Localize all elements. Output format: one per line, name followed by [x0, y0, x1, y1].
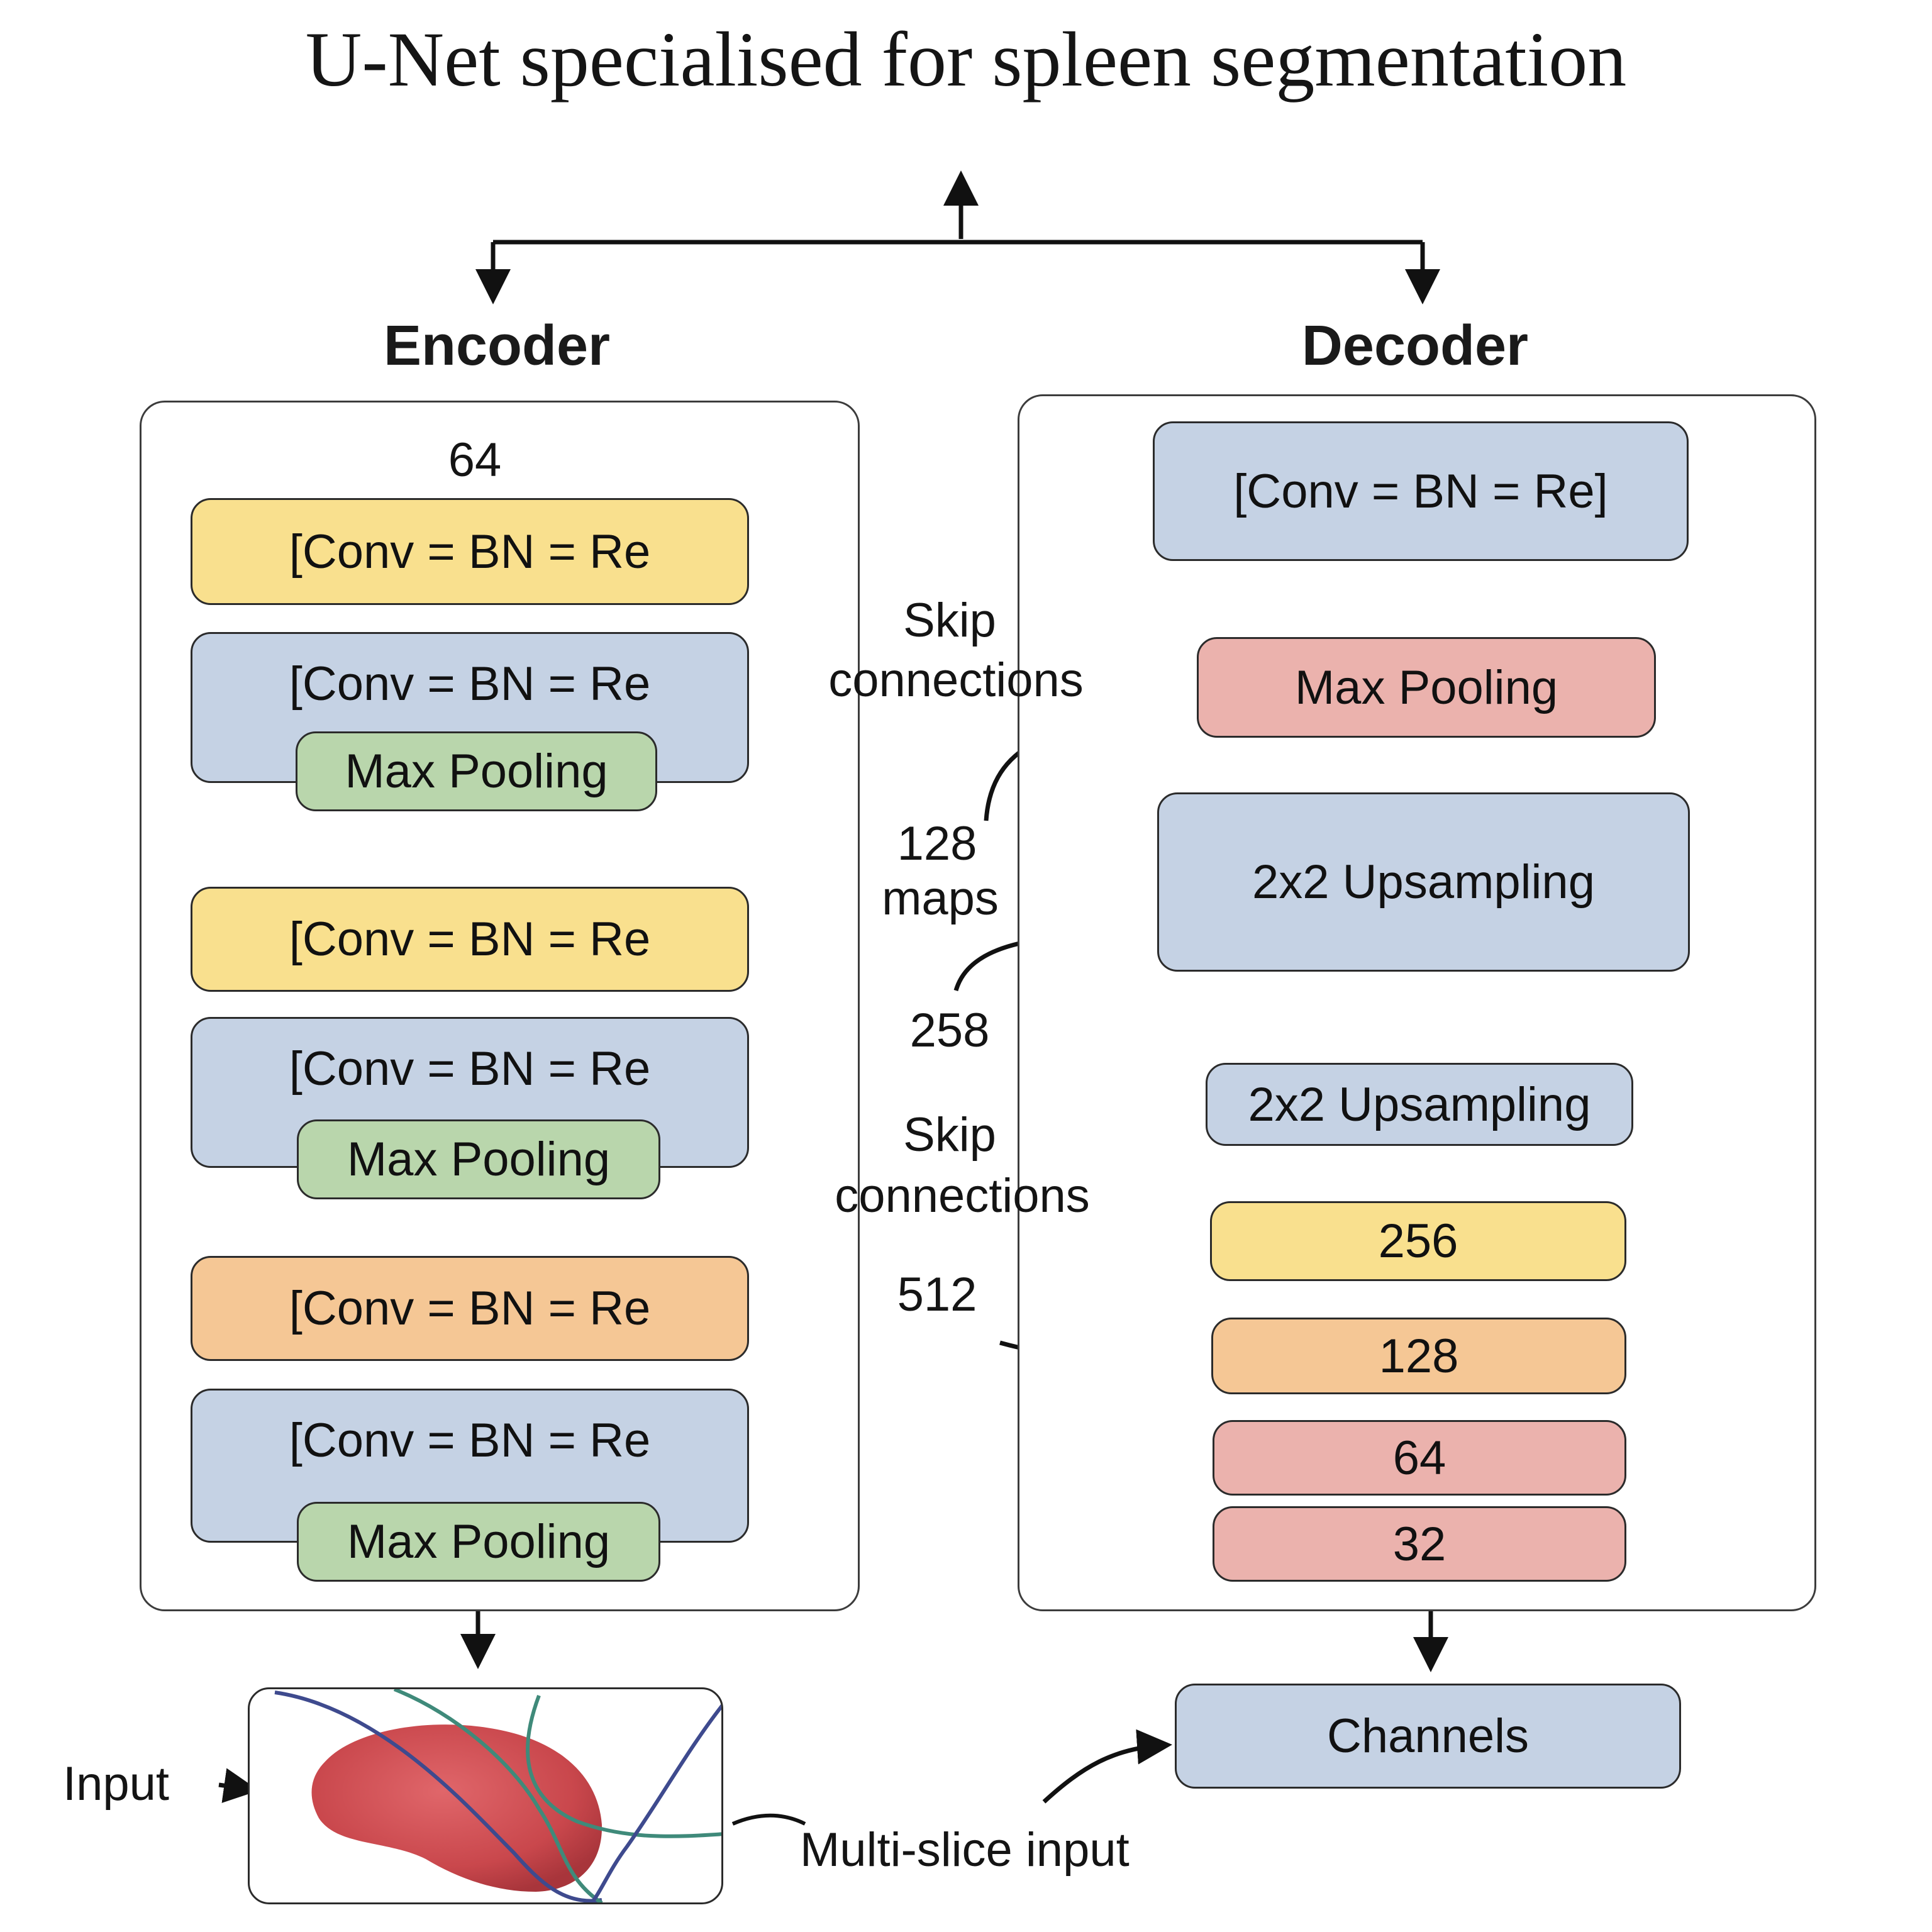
output-curve-arrow [1042, 1729, 1172, 1804]
encoder-maxpool-2: Max Pooling [297, 1119, 660, 1199]
input-label-arrow [218, 1768, 259, 1803]
label-258: 258 [909, 1004, 990, 1057]
decoder-block-64: 64 [1213, 1420, 1626, 1496]
maps-128-line-2: maps [882, 872, 999, 925]
encoder-maxpool-3: Max Pooling [297, 1502, 660, 1582]
contour-line-blue-1 [274, 1690, 602, 1902]
decoder-upsampling-2: 2x2 Upsampling [1206, 1063, 1633, 1146]
diagram-title: U-Net specialised for spleen segmentatio… [305, 16, 1627, 103]
decoder-upsampling-1: 2x2 Upsampling [1157, 792, 1690, 972]
contour-line-teal-1 [393, 1689, 603, 1902]
encoder-channels-label: 64 [448, 433, 502, 487]
contour-line-teal-2 [526, 1694, 721, 1838]
label-512: 512 [897, 1268, 977, 1321]
multislice-input-label: Multi-slice input [800, 1823, 1130, 1877]
encoder-conv-block-5: [Conv = BN = Re [191, 1256, 749, 1361]
skip-label-2-line-2: connections [835, 1169, 1090, 1223]
multislice-pointer [731, 1813, 806, 1826]
input-image-box [248, 1687, 723, 1904]
spleen-slice-illustration [274, 1689, 721, 1902]
spleen-shape [311, 1724, 602, 1892]
decoder-frame [1018, 394, 1816, 1611]
decoder-conv-block: [Conv = BN = Re] [1153, 421, 1689, 561]
decoder-label: Decoder [1301, 314, 1529, 377]
encoder-maxpool-1: Max Pooling [296, 731, 657, 811]
contour-line-blue-2 [589, 1703, 721, 1902]
skip-label-1-line-1: Skip [903, 594, 996, 647]
output-channels-block: Channels [1175, 1684, 1681, 1789]
decoder-block-256: 256 [1210, 1201, 1626, 1281]
maps-128-line-1: 128 [897, 817, 977, 870]
encoder-conv-block-1: [Conv = BN = Re [191, 498, 749, 605]
decoder-block-32: 32 [1213, 1506, 1626, 1582]
skip-label-2-line-1: Skip [903, 1108, 996, 1162]
encoder-conv-block-3: [Conv = BN = Re [191, 887, 749, 992]
decoder-maxpool: Max Pooling [1197, 637, 1656, 738]
encoder-label: Encoder [383, 314, 611, 377]
decoder-block-128: 128 [1211, 1318, 1626, 1394]
input-label: Input [63, 1757, 170, 1811]
skip-label-1-line-2: connections [828, 653, 1084, 707]
